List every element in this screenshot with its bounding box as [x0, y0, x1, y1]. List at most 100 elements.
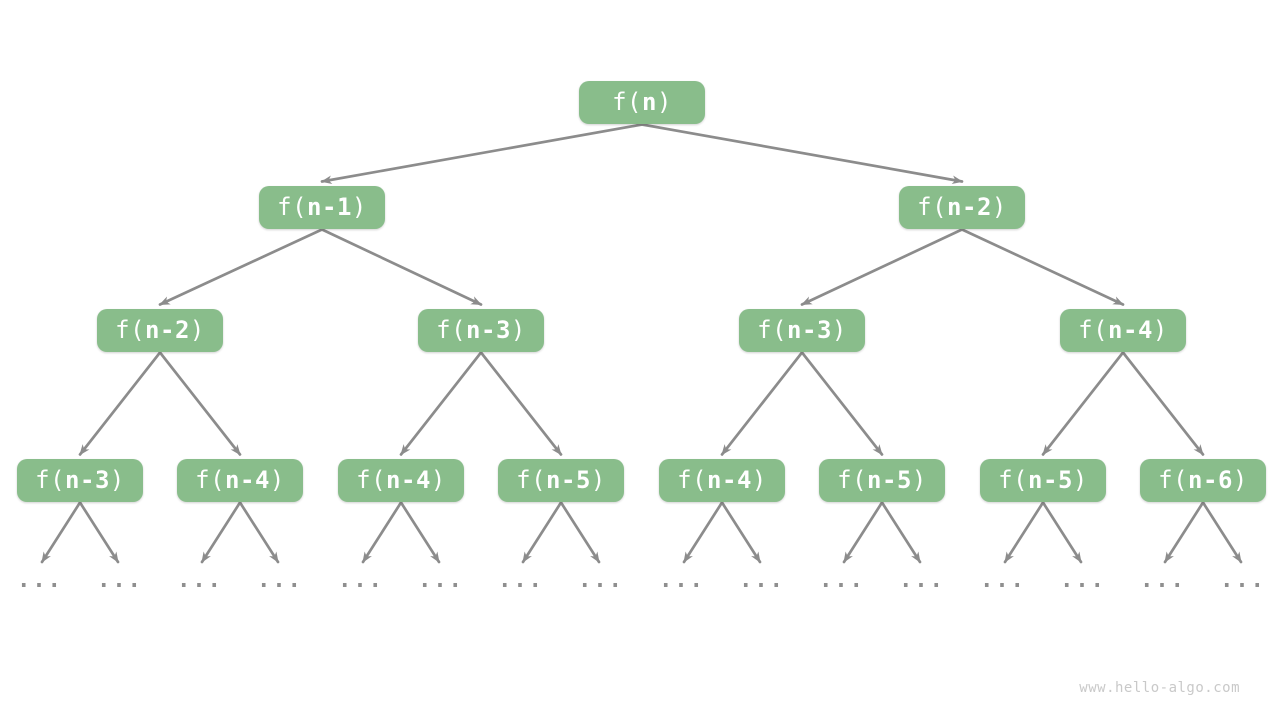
- ellipsis-leaf: ...: [578, 568, 624, 593]
- node-label-post: ): [1232, 466, 1248, 494]
- leaf-edge: [399, 501, 441, 564]
- tree-edge: [1041, 351, 1125, 456]
- node-label-pre: f(: [436, 316, 467, 344]
- tree-edge: [960, 228, 1125, 306]
- tree-node: f(n-3): [739, 308, 865, 352]
- leaf-edge: [78, 501, 120, 564]
- watermark: www.hello-algo.com: [1079, 680, 1240, 696]
- tree-edge: [720, 351, 804, 456]
- node-label-pre: f(: [837, 466, 868, 494]
- leaf-edge: [1003, 501, 1045, 564]
- node-label-pre: f(: [612, 88, 642, 116]
- node-label-bold: n-3: [787, 316, 832, 344]
- ellipsis-leaf: ...: [498, 568, 544, 593]
- tree-edge: [1121, 351, 1205, 456]
- node-label-bold: n-6: [1188, 466, 1233, 494]
- leaf-edge: [880, 501, 922, 564]
- ellipsis-leaf: ...: [739, 568, 785, 593]
- ellipsis-leaf: ...: [418, 568, 464, 593]
- node-label-bold: n-4: [386, 466, 431, 494]
- node-label-pre: f(: [115, 316, 146, 344]
- node-label-post: ): [109, 466, 125, 494]
- leaf-edge: [238, 501, 280, 564]
- node-label-pre: f(: [1078, 316, 1109, 344]
- ellipsis-leaf: ...: [338, 568, 384, 593]
- node-label-post: ): [430, 466, 446, 494]
- tree-edge: [399, 351, 483, 456]
- tree-edge: [158, 228, 324, 306]
- ellipsis-leaf: ...: [659, 568, 705, 593]
- leaf-edge: [842, 501, 884, 564]
- tree-node: f(n-2): [899, 185, 1025, 229]
- node-label-bold: n-5: [1028, 466, 1073, 494]
- tree-node: f(n-3): [17, 458, 143, 502]
- node-label-bold: n-4: [1108, 316, 1153, 344]
- node-label-bold: n-5: [867, 466, 912, 494]
- tree-edge: [479, 351, 563, 456]
- node-label-post: ): [269, 466, 285, 494]
- leaf-edge: [1041, 501, 1083, 564]
- tree-node: f(n-4): [338, 458, 464, 502]
- node-label-post: ): [351, 193, 367, 221]
- ellipsis-leaf: ...: [980, 568, 1026, 593]
- node-label-bold: n-2: [947, 193, 992, 221]
- tree-node: f(n-6): [1140, 458, 1266, 502]
- tree-edge: [78, 351, 162, 456]
- node-label-post: ): [189, 316, 205, 344]
- tree-node: f(n): [579, 80, 705, 124]
- tree-node: f(n-1): [259, 185, 385, 229]
- node-label-pre: f(: [356, 466, 387, 494]
- node-label-post: ): [751, 466, 767, 494]
- tree-edge: [320, 123, 644, 185]
- leaf-edge: [559, 501, 601, 564]
- tree-node: f(n-4): [177, 458, 303, 502]
- tree-node: f(n-5): [980, 458, 1106, 502]
- ellipsis-leaf: ...: [17, 568, 63, 593]
- tree-node: f(n-3): [418, 308, 544, 352]
- tree-edge: [640, 123, 964, 185]
- node-label-pre: f(: [998, 466, 1029, 494]
- leaf-edge: [720, 501, 762, 564]
- tree-node: f(n-4): [659, 458, 785, 502]
- leaf-edge: [200, 501, 242, 564]
- ellipsis-leaf: ...: [257, 568, 303, 593]
- ellipsis-leaf: ...: [899, 568, 945, 593]
- leaf-edge: [1201, 501, 1243, 564]
- node-label-bold: n-2: [145, 316, 190, 344]
- node-label-post: ): [911, 466, 927, 494]
- node-label-post: ): [831, 316, 847, 344]
- node-label-bold: n-3: [466, 316, 511, 344]
- node-label-bold: n-4: [707, 466, 752, 494]
- tree-node: f(n-4): [1060, 308, 1186, 352]
- node-label-post: ): [1152, 316, 1168, 344]
- ellipsis-leaf: ...: [1220, 568, 1266, 593]
- ellipsis-leaf: ...: [97, 568, 143, 593]
- leaf-edge: [682, 501, 724, 564]
- node-label-pre: f(: [677, 466, 708, 494]
- node-label-pre: f(: [195, 466, 226, 494]
- node-label-bold: n-4: [225, 466, 270, 494]
- leaf-edge: [40, 501, 82, 564]
- ellipsis-leaf: ...: [177, 568, 223, 593]
- node-label-post: ): [1072, 466, 1088, 494]
- node-label-pre: f(: [277, 193, 308, 221]
- leaf-edge: [361, 501, 403, 564]
- node-label-pre: f(: [35, 466, 66, 494]
- tree-edge: [800, 351, 884, 456]
- node-label-post: ): [991, 193, 1007, 221]
- tree-node: f(n-2): [97, 308, 223, 352]
- node-label-bold: n-5: [546, 466, 591, 494]
- ellipsis-leaf: ...: [1060, 568, 1106, 593]
- tree-edge: [320, 228, 483, 306]
- tree-edge: [158, 351, 242, 456]
- node-label-pre: f(: [917, 193, 948, 221]
- tree-edge: [800, 228, 964, 306]
- node-label-post: ): [656, 88, 672, 116]
- node-label-post: ): [510, 316, 526, 344]
- ellipsis-leaf: ...: [819, 568, 865, 593]
- node-label-pre: f(: [516, 466, 547, 494]
- node-label-post: ): [590, 466, 606, 494]
- ellipsis-leaf: ...: [1140, 568, 1186, 593]
